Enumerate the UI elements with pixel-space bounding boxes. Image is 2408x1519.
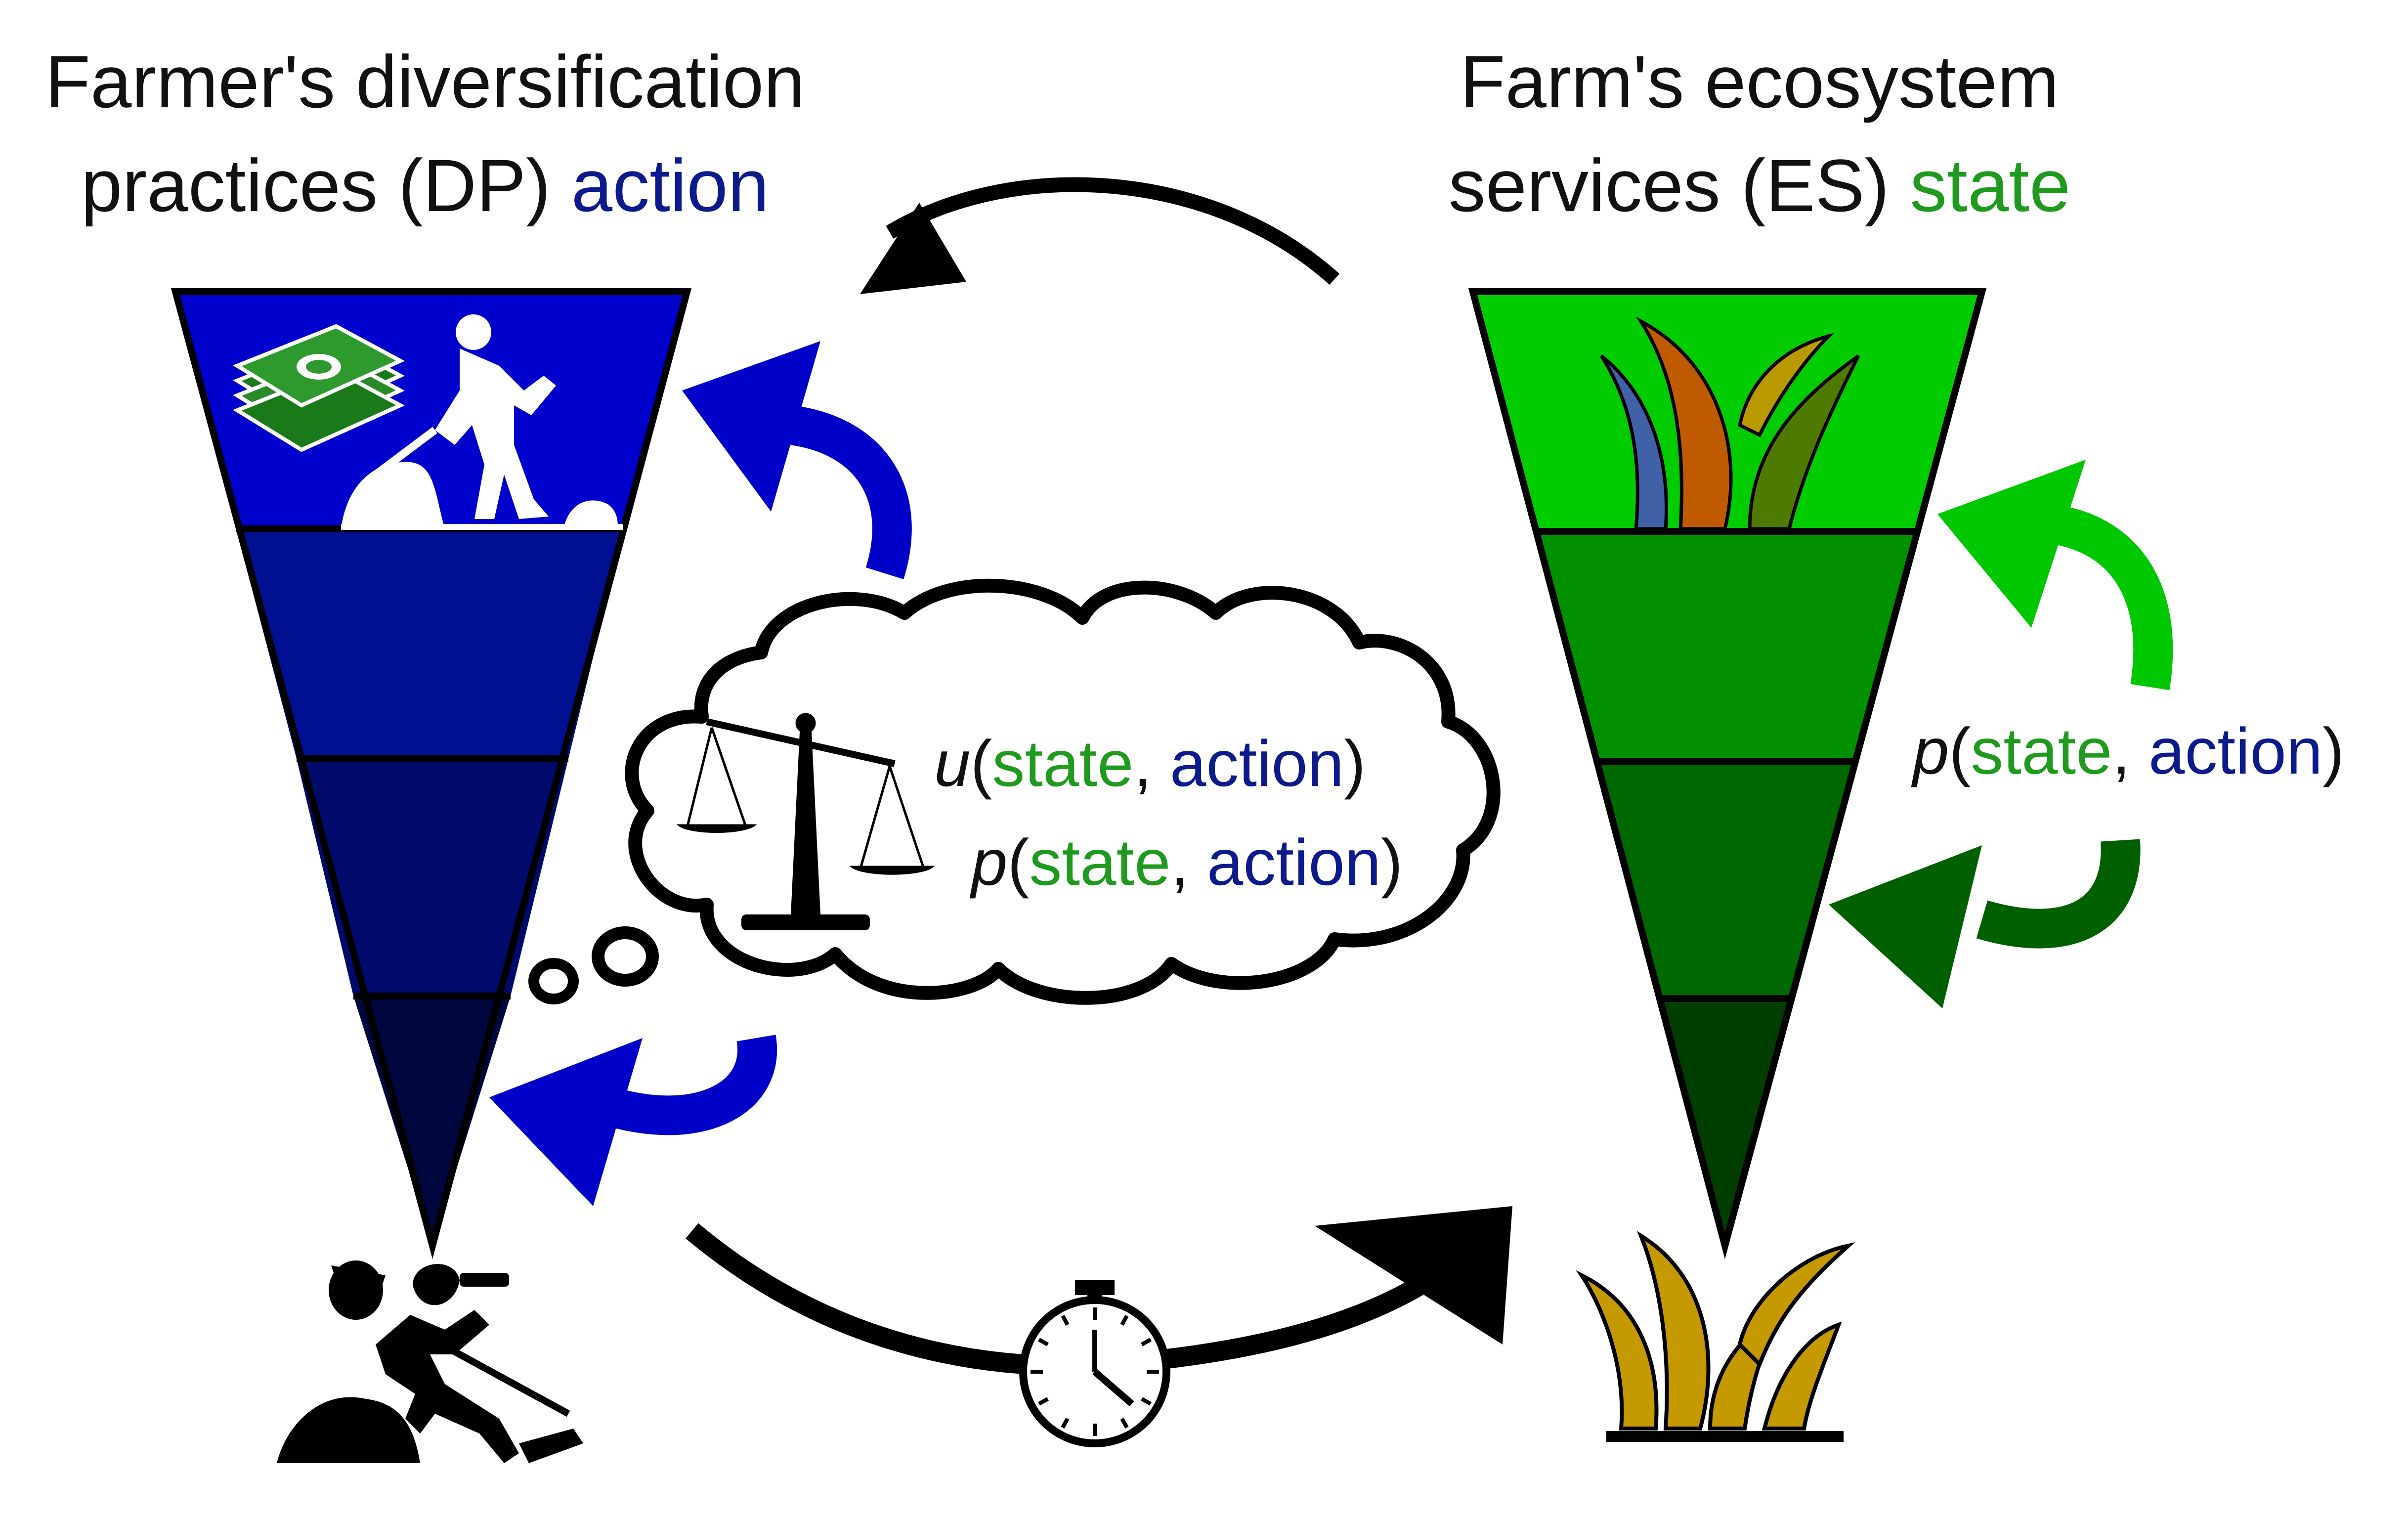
es-level-1 (1473, 292, 1982, 531)
es-title-prefix: services (ES) (1448, 144, 1910, 227)
thought-cloud (528, 578, 1501, 1005)
transition-formula: p(state, action) (1911, 715, 2344, 787)
resting-farmer-icon (277, 1260, 583, 1463)
es-level-2 (1537, 531, 1920, 761)
es-funnel-outline (1468, 288, 1987, 1259)
es-title: Farm's ecosystem services (ES) state (1394, 30, 2125, 237)
es-funnel (1468, 288, 1987, 1259)
dp-title: Farmer's diversification practices (DP) … (30, 30, 820, 237)
money-stack-icon (233, 324, 405, 452)
digging-farmer-icon (341, 314, 623, 530)
es-title-line1: Farm's ecosystem (1460, 40, 2060, 123)
blue-arrow-up (682, 341, 912, 579)
green-arrow-down (1829, 839, 2141, 1008)
es-level-4 (1661, 998, 1794, 1246)
utility-formula: u(state, action) (934, 727, 1366, 800)
dp-title-action: action (571, 144, 770, 227)
dp-funnel (171, 288, 692, 1259)
dp-title-prefix: practices (DP) (81, 144, 571, 227)
stopwatch-icon (1019, 1280, 1170, 1447)
top-feedback-arrow (860, 177, 1340, 294)
dp-level-3 (297, 759, 568, 996)
colored-plant-icon (1600, 316, 1860, 531)
blue-arrow-down (489, 1035, 777, 1206)
crop-plant-icon (1576, 1231, 1855, 1442)
dp-funnel-outline (171, 288, 692, 1259)
dp-title-line1: Farmer's diversification (45, 40, 805, 123)
dp-level-4 (353, 996, 511, 1246)
balance-scale-icon (676, 713, 935, 930)
es-level-3 (1596, 761, 1856, 998)
dp-title-line2: practices (DP) action (30, 133, 820, 237)
thought-bubble-medium (592, 926, 659, 987)
dp-level-2 (236, 529, 624, 759)
green-arrow-up (1937, 460, 2173, 691)
thought-bubble-small (528, 958, 579, 1004)
es-title-line2: services (ES) state (1394, 133, 2125, 237)
belief-formula: p(state, action) (969, 826, 1403, 899)
es-title-state: state (1910, 144, 2071, 227)
